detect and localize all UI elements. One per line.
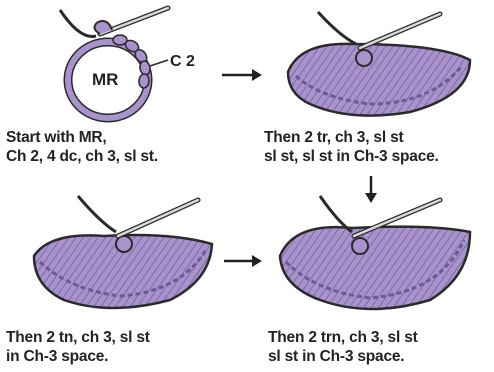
- caption-line: Then 2 tr, ch 3, sl st: [264, 128, 439, 147]
- step3-caption: Then 2 tn, ch 3, sl st in Ch-3 space.: [6, 328, 150, 366]
- caption-line: sl st in Ch-3 space.: [268, 347, 418, 366]
- caption-line: Start with MR,: [6, 128, 158, 147]
- caption-line: Ch 2, 4 dc, ch 3, sl st.: [6, 147, 158, 166]
- caption-line: in Ch-3 space.: [6, 347, 150, 366]
- c2-label: C 2: [170, 53, 195, 71]
- step1-caption: Start with MR, Ch 2, 4 dc, ch 3, sl st.: [6, 128, 158, 166]
- step2-illustration: [288, 12, 470, 116]
- arrow-right-icon: [224, 255, 262, 267]
- caption-line: Then 2 trn, ch 3, sl st: [268, 328, 418, 347]
- chain-stitches: [113, 35, 151, 88]
- step3-illustration: [34, 196, 212, 308]
- step4-caption: Then 2 trn, ch 3, sl st sl st in Ch-3 sp…: [268, 328, 418, 366]
- step4-illustration: [280, 196, 470, 309]
- arrow-right-icon: [222, 69, 262, 81]
- step1-illustration: [60, 8, 168, 118]
- caption-line: sl st, sl st in Ch-3 space.: [264, 147, 439, 166]
- caption-line: Then 2 tn, ch 3, sl st: [6, 328, 150, 347]
- arrow-down-icon: [365, 176, 377, 203]
- step2-caption: Then 2 tr, ch 3, sl st sl st, sl st in C…: [264, 128, 439, 166]
- mr-label: MR: [92, 70, 118, 90]
